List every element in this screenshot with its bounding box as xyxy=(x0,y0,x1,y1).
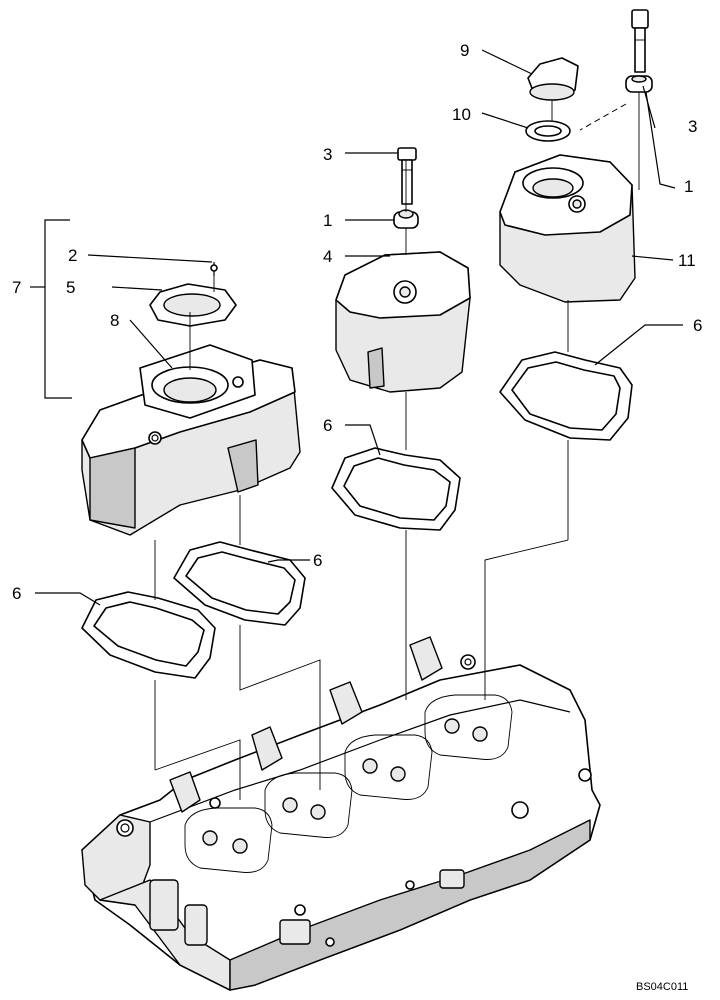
breather-plate xyxy=(149,283,237,327)
valve-cover-middle xyxy=(335,251,471,393)
callout-6-left-upper: 6 xyxy=(313,551,322,570)
washer-middle xyxy=(393,209,419,229)
callout-2: 2 xyxy=(68,246,77,265)
oil-filler-cap xyxy=(527,57,579,101)
bolt-right xyxy=(631,9,649,73)
valve-cover-right-with-filler xyxy=(499,154,636,303)
gasket-left-lower xyxy=(81,591,216,679)
bolt-middle xyxy=(397,147,417,205)
drawing-code: BS04C011 xyxy=(636,981,688,993)
gasket-left-upper xyxy=(173,541,306,626)
valve-cover-left-with-breather xyxy=(81,344,301,536)
callout-9: 9 xyxy=(460,41,469,60)
callout-6-middle: 6 xyxy=(323,416,332,435)
cylinder-head xyxy=(81,636,601,991)
filler-cap-o-ring xyxy=(525,120,571,142)
alignment-lines xyxy=(154,92,640,800)
callout-3-right: 3 xyxy=(688,117,697,136)
callout-labels: 9 10 3 1 11 6 3 1 4 6 6 6 7 2 5 8 xyxy=(12,41,702,603)
callout-3-middle: 3 xyxy=(323,145,332,164)
callout-10: 10 xyxy=(452,105,471,124)
callout-1-right: 1 xyxy=(684,177,693,196)
callout-6-right: 6 xyxy=(693,316,702,335)
gasket-right xyxy=(499,351,633,441)
callout-1-middle: 1 xyxy=(323,211,332,230)
callout-6-left-lower: 6 xyxy=(12,584,21,603)
washer-right xyxy=(625,75,653,93)
callout-7: 7 xyxy=(12,278,21,297)
screw xyxy=(210,262,218,276)
gasket-middle xyxy=(331,447,461,531)
callout-11: 11 xyxy=(678,251,696,270)
callout-4: 4 xyxy=(323,247,332,266)
callout-8: 8 xyxy=(110,311,119,330)
callout-5: 5 xyxy=(66,278,75,297)
leader-lines xyxy=(30,49,683,606)
